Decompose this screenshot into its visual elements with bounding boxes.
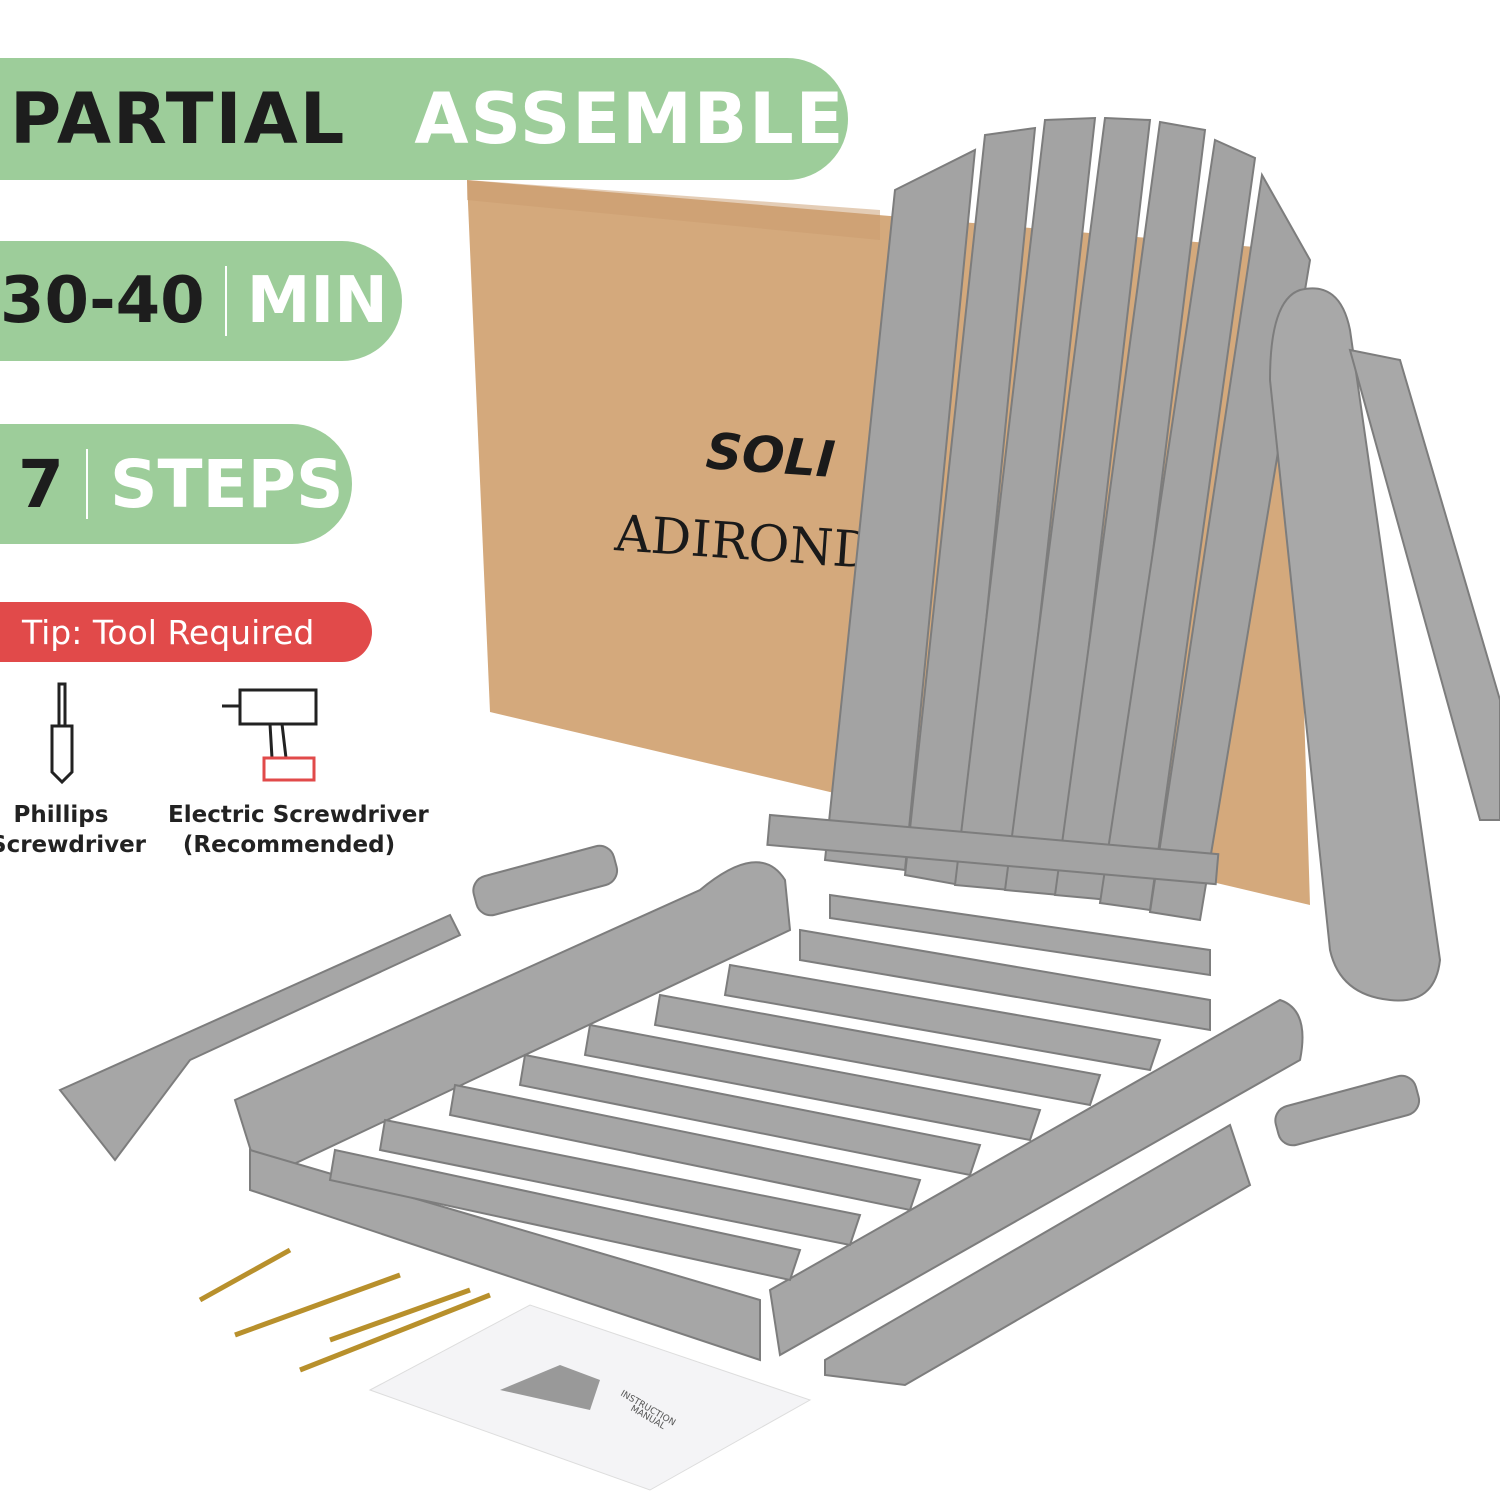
- phillips-screwdriver-icon: [50, 682, 74, 785]
- tool-label-phillips: Phillips Screwdriver: [0, 800, 147, 860]
- badge-steps: 7 STEPS: [0, 424, 352, 544]
- electric-screwdriver-icon: [222, 688, 318, 782]
- tool-label-line: (Recommended): [182, 832, 396, 858]
- badge-divider: [85, 449, 88, 519]
- badge-time: 30-40 MIN: [0, 241, 402, 361]
- badge-partial-text: PARTIAL: [10, 78, 347, 160]
- tip-label: Tip: Tool Required: [22, 612, 315, 652]
- badge-assembled-text: ASSEMBLED: [414, 78, 906, 160]
- box-brand-text: SOLI: [704, 422, 837, 489]
- badge-steps-unit: STEPS: [109, 445, 344, 523]
- badge-steps-value: 7: [18, 445, 64, 523]
- chair-back: [766, 116, 1312, 922]
- seat-frame: [233, 861, 1304, 1362]
- badge-partial-assembled: PARTIAL ASSEMBLED: [0, 58, 904, 180]
- tool-label-line: Phillips: [13, 802, 109, 828]
- tool-label-line: Screwdriver: [0, 832, 147, 858]
- tool-label-line: Electric Screwdriver: [168, 802, 429, 828]
- chair-arms: [1268, 287, 1500, 1002]
- loose-parts: [58, 844, 1421, 1387]
- tip-badge: Tip: Tool Required: [0, 602, 372, 662]
- tool-label-electric: Electric Screwdriver (Recommended): [168, 800, 429, 860]
- hardware-kit: [198, 1247, 491, 1373]
- badge-time-unit: MIN: [246, 264, 388, 338]
- instruction-manual: INSTRUCTION MANUAL: [368, 1304, 812, 1491]
- badge-divider: [224, 266, 227, 336]
- badge-time-value: 30-40: [0, 264, 205, 338]
